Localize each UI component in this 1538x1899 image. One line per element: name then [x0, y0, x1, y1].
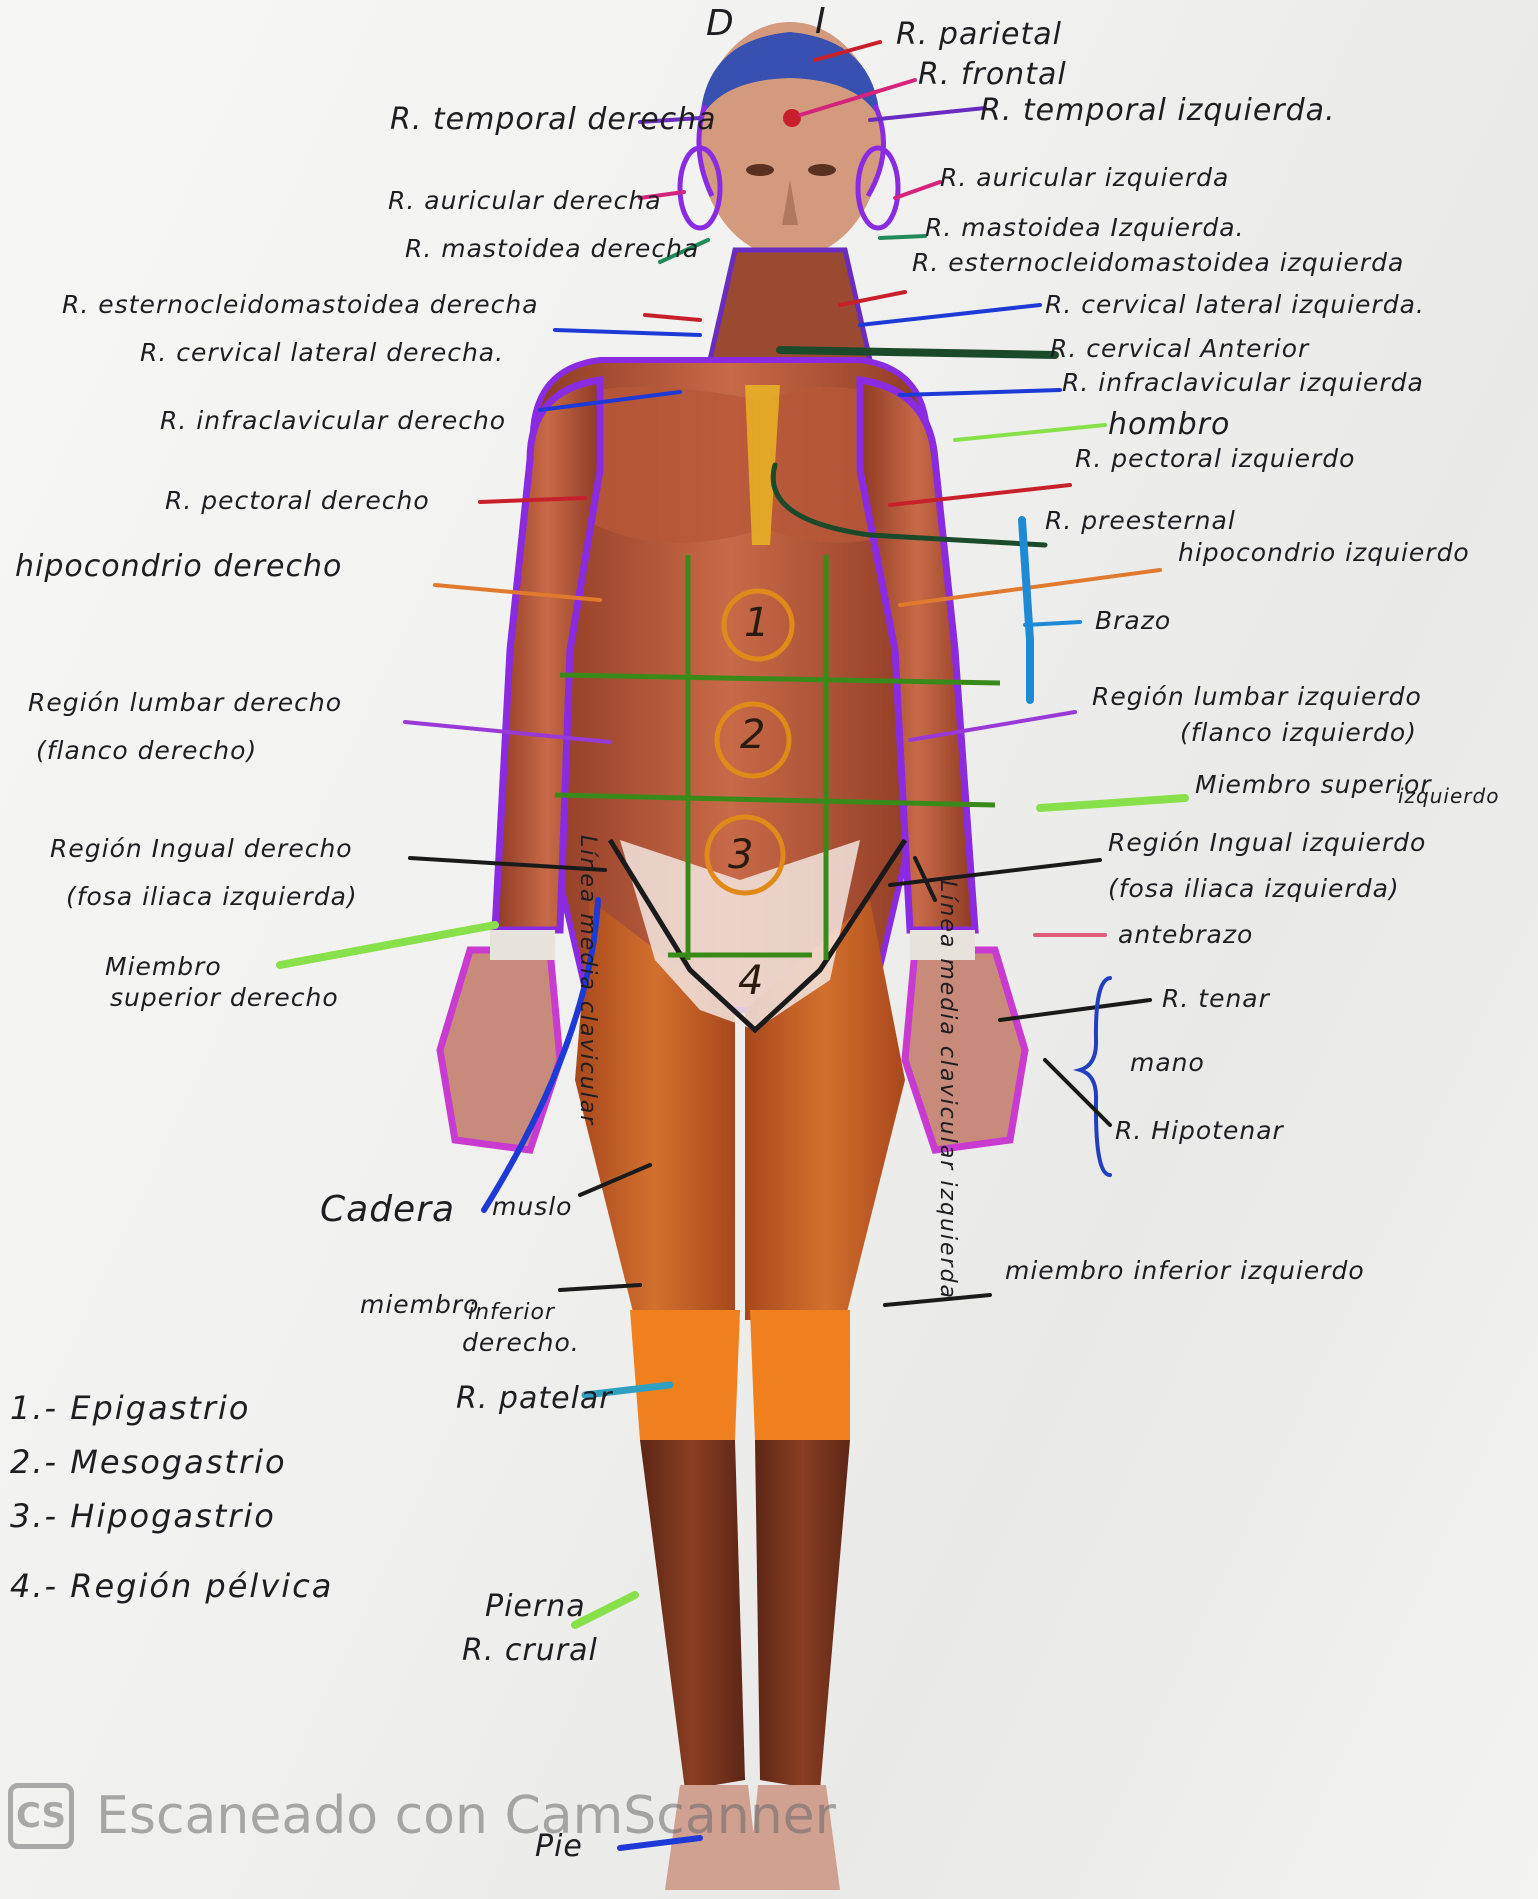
hand-right: [440, 950, 560, 1150]
label-linea-medio-clavicular-der: Línea media clavicular: [575, 835, 600, 1126]
region-number-2: 2: [740, 712, 765, 758]
label-antebrazo: antebrazo: [1118, 922, 1253, 947]
label-pierna: Pierna: [485, 1592, 586, 1622]
line-brazo-bar: [1022, 520, 1030, 700]
legend-item-3: 3.- Hipogastrio: [10, 1500, 276, 1532]
label-hipocondrio-izq: hipocondrio izquierdo: [1178, 540, 1470, 565]
hand-left: [905, 950, 1025, 1150]
label-miembro-sup-izq-1: Miembro superior: [1195, 772, 1432, 797]
region-number-3: 3: [728, 832, 753, 878]
line-cervical-lat-der: [555, 330, 700, 335]
line-brazo: [1025, 622, 1080, 625]
label-miembro-inf-der-3: derecho.: [462, 1330, 580, 1355]
knee-left: [750, 1310, 850, 1440]
head: [680, 22, 898, 258]
label-pectoral-der: R. pectoral derecho: [165, 488, 430, 513]
line-miembro-sup-der: [280, 925, 495, 965]
label-miembro-sup-der-1: Miembro: [105, 954, 222, 979]
label-brazo: Brazo: [1095, 608, 1171, 633]
label-miembro-inf-der-1: miembro: [360, 1292, 479, 1317]
label-lumbar-der-2: (flanco derecho): [36, 738, 257, 763]
line-cervical-lat-izq: [860, 305, 1040, 325]
label-mastoidea-der: R. mastoidea derecha: [405, 236, 699, 261]
label-frontal: R. frontal: [918, 60, 1067, 90]
label-temporal-der: R. temporal derecha: [390, 105, 717, 135]
line-hombro: [955, 425, 1105, 440]
side-right-marker: D: [706, 6, 735, 42]
label-infraclav-izq: R. infraclavicular izquierda: [1062, 370, 1424, 395]
label-cadera: Cadera: [320, 1192, 455, 1228]
label-miembro-sup-der-2: superior derecho: [110, 985, 339, 1010]
label-temporal-izq: R. temporal izquierda.: [980, 96, 1336, 126]
label-crural: R. crural: [462, 1636, 598, 1666]
label-mastoidea-izq: R. mastoidea Izquierda.: [925, 215, 1244, 240]
knee-right: [630, 1310, 740, 1440]
label-hombro: hombro: [1108, 410, 1230, 440]
frontal-dot: [783, 109, 801, 127]
line-tenar: [1000, 1000, 1150, 1020]
pectoral-right: [585, 387, 760, 543]
wrist-right: [490, 930, 555, 960]
line-cervical-ant: [780, 350, 1055, 355]
eye-left: [808, 164, 836, 176]
label-lumbar-izq-1: Región lumbar izquierdo: [1092, 684, 1422, 709]
eye-right: [746, 164, 774, 176]
label-tenar: R. tenar: [1162, 986, 1270, 1011]
label-patelar: R. patelar: [456, 1384, 613, 1414]
line-infraclav-izq: [900, 390, 1060, 395]
label-inguinal-izq-1: Región Ingual izquierdo: [1108, 830, 1426, 855]
region-number-4: 4: [738, 958, 763, 1004]
legend-item-4: 4.- Región pélvica: [10, 1570, 333, 1602]
label-esterno-der: R. esternocleidomastoidea derecha: [62, 292, 539, 317]
line-esterno-der: [645, 315, 700, 320]
camscanner-watermark: CS Escaneado con CamScanner: [8, 1778, 836, 1854]
label-parietal: R. parietal: [896, 20, 1062, 50]
label-preesternal: R. preesternal: [1045, 508, 1236, 533]
label-hipocondrio-der: hipocondrio derecho: [15, 552, 342, 582]
side-left-marker: I: [815, 4, 827, 40]
label-cervical-lat-der: R. cervical lateral derecha.: [140, 340, 504, 365]
label-lumbar-der-1: Región lumbar derecho: [28, 690, 342, 715]
label-infraclav-der: R. infraclavicular derecho: [160, 408, 506, 433]
label-hipotenar: R. Hipotenar: [1115, 1118, 1284, 1143]
label-lumbar-izq-2: (flanco izquierdo): [1180, 720, 1417, 745]
shin-left: [755, 1440, 850, 1790]
label-inguinal-der-1: Región Ingual derecho: [50, 836, 353, 861]
line-auricular-izq: [895, 182, 940, 198]
line-mastoidea-izq: [880, 236, 925, 238]
region-number-1: 1: [744, 600, 769, 646]
label-miembro-sup-izq-2: izquierdo: [1398, 786, 1499, 806]
label-linea-medio-clavicular-izq: Línea media clavicular izquierda: [935, 880, 960, 1300]
label-inguinal-der-2: (fosa iliaca izquierda): [66, 884, 358, 909]
legend-item-1: 1.- Epigastrio: [10, 1392, 250, 1424]
label-auricular-izq: R. auricular izquierda: [940, 165, 1229, 190]
line-miembro-sup-izq: [1040, 798, 1185, 808]
label-inguinal-izq-2: (fosa iliaca izquierda): [1108, 876, 1400, 901]
label-miembro-inf-der-2: inferior: [468, 1302, 555, 1324]
camscanner-text: Escaneado con CamScanner: [96, 1786, 836, 1846]
label-esterno-izq: R. esternocleidomastoidea izquierda: [912, 250, 1404, 275]
label-pectoral-izq: R. pectoral izquierdo: [1075, 446, 1355, 471]
label-miembro-inf-izq: miembro inferior izquierdo: [1005, 1258, 1365, 1283]
label-muslo: muslo: [492, 1194, 572, 1219]
shin-right: [640, 1440, 745, 1790]
camscanner-logo: CS: [8, 1783, 74, 1849]
label-auricular-der: R. auricular derecha: [388, 188, 662, 213]
label-cervical-lat-izq: R. cervical lateral izquierda.: [1045, 292, 1425, 317]
label-mano: mano: [1130, 1050, 1205, 1075]
legend-item-2: 2.- Mesogastrio: [10, 1446, 287, 1478]
line-temporal-izq: [870, 108, 985, 120]
label-cervical-ant: R. cervical Anterior: [1050, 336, 1309, 361]
